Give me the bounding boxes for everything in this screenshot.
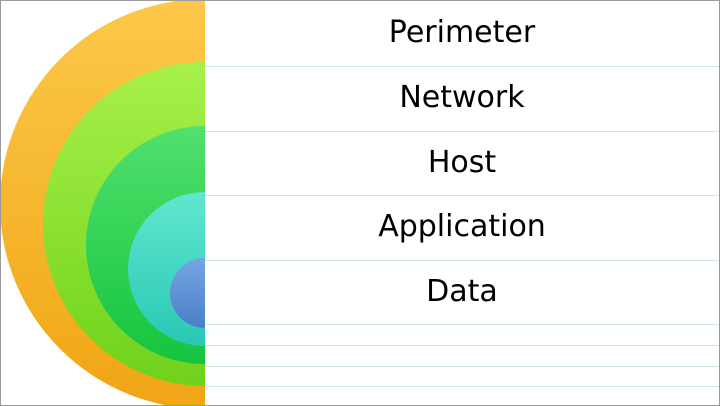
- ring-data: [170, 258, 205, 328]
- layer-label-data: Data: [426, 274, 498, 309]
- row-divider: [205, 324, 719, 325]
- row-divider: [205, 66, 719, 67]
- row-divider: [205, 386, 719, 387]
- row-divider: [205, 260, 719, 261]
- layer-label-network: Network: [399, 80, 525, 115]
- layer-label-host: Host: [427, 145, 497, 180]
- layer-label-perimeter: Perimeter: [388, 15, 536, 50]
- row-divider: [205, 366, 719, 367]
- row-divider: [205, 345, 719, 346]
- row-divider: [205, 131, 719, 132]
- layer-label-application: Application: [378, 209, 546, 244]
- row-divider: [205, 195, 719, 196]
